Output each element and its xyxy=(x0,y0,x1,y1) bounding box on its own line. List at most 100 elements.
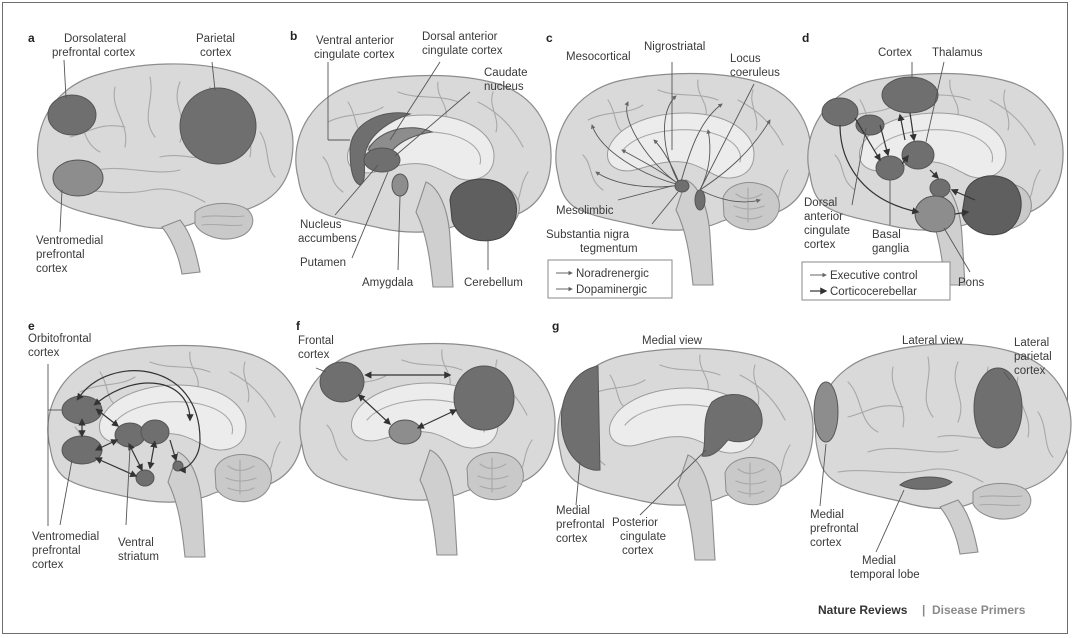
panel-a: a Dorsolateral prefrontal cortex Parieta… xyxy=(28,31,293,275)
pons-upper-region xyxy=(930,179,950,197)
journal-footer: Nature Reviews | Disease Primers xyxy=(818,603,1026,617)
vmpfc-region-e xyxy=(62,436,102,464)
pons-region xyxy=(915,196,955,232)
vmpfc-label-line2: prefrontal xyxy=(36,249,85,261)
mtl-label-line2: temporal lobe xyxy=(850,569,920,581)
mesocortical-label: Mesocortical xyxy=(566,51,631,63)
dlpfc-label-line2: prefrontal cortex xyxy=(52,47,135,59)
medial-brain-shape-b xyxy=(296,76,551,288)
panel-b: b Ventral anterior cingulate cortex Dors… xyxy=(290,29,551,289)
panel-letter-g: g xyxy=(552,319,559,333)
vmpfc-label-line3: cortex xyxy=(36,263,68,275)
ofc-label-line2: cortex xyxy=(28,347,60,359)
mpfc2-label-line3: cortex xyxy=(810,537,842,549)
dacc-d-label-line4: cortex xyxy=(804,239,836,251)
mpfc-lateral-region xyxy=(814,382,838,442)
mesolimbic-label: Mesolimbic xyxy=(556,205,614,217)
panel-f: f Frontal cortex xyxy=(296,319,555,555)
vmpfc-region xyxy=(53,160,103,196)
acc-region-d xyxy=(856,115,884,135)
panel-letter-f: f xyxy=(296,319,301,333)
lpc-label-line1: Lateral xyxy=(1014,337,1049,349)
vacc-label-line1: Ventral anterior xyxy=(316,35,394,47)
footer-series: Disease Primers xyxy=(932,603,1026,617)
panel-letter-e: e xyxy=(28,319,35,333)
panel-d: d Cortex Thalamus Dorsal anterior cingul… xyxy=(802,31,1063,300)
thalamus-region-e xyxy=(141,420,169,444)
panel-g: g Medial view Lateral view Medial prefro… xyxy=(552,319,1071,581)
basal-label-line2: ganglia xyxy=(872,243,910,255)
medial-view-title: Medial view xyxy=(642,335,703,347)
cerebellum-region xyxy=(450,179,516,241)
mpfc-g-label-line3: cortex xyxy=(556,533,588,545)
thalamus-region xyxy=(902,141,934,169)
pons-label: Pons xyxy=(958,277,984,289)
locus-region xyxy=(695,190,705,210)
snt-label-line1: Substantia nigra xyxy=(546,229,630,241)
vmpfc-e-label-line1: Ventromedial xyxy=(32,531,99,543)
caudate-label-line2: nucleus xyxy=(484,81,524,93)
mpfc-g-label-line1: Medial xyxy=(556,505,590,517)
dacc-label-line1: Dorsal anterior xyxy=(422,31,498,43)
parietal-label-line1: Parietal xyxy=(196,33,235,45)
pfc-region xyxy=(822,98,858,126)
legend-c-noradrenergic-label: Noradrenergic xyxy=(576,268,649,280)
striatum-region-e xyxy=(115,423,145,447)
ofc-label-line1: Orbitofrontal xyxy=(28,333,91,345)
lateral-view-title: Lateral view xyxy=(902,335,964,347)
panel-c: c Mesocortical Nigrostriatal Locus coeru… xyxy=(546,31,811,298)
pcc-label-line3: cortex xyxy=(622,545,654,557)
basal-label-line1: Basal xyxy=(872,229,901,241)
thalamus-label: Thalamus xyxy=(932,47,983,59)
footer-separator: | xyxy=(922,603,925,617)
nigrostriatal-label: Nigrostriatal xyxy=(644,41,705,53)
cerebellum-region-d xyxy=(962,176,1021,235)
frontal-region xyxy=(320,362,364,402)
parietal-region xyxy=(180,88,256,164)
panel-letter-b: b xyxy=(290,29,297,43)
panel-letter-c: c xyxy=(546,31,553,45)
dacc-d-label-line1: Dorsal xyxy=(804,197,837,209)
parietal-region-f xyxy=(454,366,514,430)
legend-c-dopaminergic-label: Dopaminergic xyxy=(576,284,647,296)
snt-label-line2: tegmentum xyxy=(580,243,638,255)
vmpfc-e-label-line3: cortex xyxy=(32,559,64,571)
vacc-label-line2: cingulate cortex xyxy=(314,49,395,61)
parietal-label-line2: cortex xyxy=(200,47,232,59)
caudate-label-line1: Caudate xyxy=(484,67,527,79)
lpc-label-line2: parietal xyxy=(1014,351,1052,363)
mpfc2-label-line2: prefrontal xyxy=(810,523,859,535)
mpfc-g-label-line2: prefrontal xyxy=(556,519,605,531)
frontal-label-line1: Frontal xyxy=(298,335,334,347)
lpc-region xyxy=(974,368,1022,448)
vmpfc-e-label-line2: prefrontal xyxy=(32,545,81,557)
dlpfc-label-line1: Dorsolateral xyxy=(64,33,126,45)
dlpfc-region xyxy=(48,95,96,135)
amygdala-region-e xyxy=(136,470,154,486)
panel-letter-a: a xyxy=(28,31,35,45)
mtl-label-line1: Medial xyxy=(862,555,896,567)
locus-label-line1: Locus xyxy=(730,53,761,65)
locus-label-line2: coeruleus xyxy=(730,67,780,79)
panel-letter-d: d xyxy=(802,31,809,45)
nacc-label-line2: accumbens xyxy=(298,233,357,245)
cortex-region xyxy=(882,77,938,113)
dacc-d-label-line3: cingulate xyxy=(804,225,850,237)
dacc-d-label-line2: anterior xyxy=(804,211,843,223)
dacc-label-line2: cingulate cortex xyxy=(422,45,503,57)
panel-e: e Orbitofrontal cortex Ventromedial pref… xyxy=(28,319,303,571)
legend-d-executive-label: Executive control xyxy=(830,270,918,282)
mpfc2-label-line1: Medial xyxy=(810,509,844,521)
putamen-label: Putamen xyxy=(300,257,346,269)
frontal-label-line2: cortex xyxy=(298,349,330,361)
vmpfc-label-line1: Ventromedial xyxy=(36,235,103,247)
footer-journal: Nature Reviews xyxy=(818,603,908,617)
thalamus-region-f xyxy=(389,420,421,444)
vstriatum-label-line2: striatum xyxy=(118,551,159,563)
pcc-label-line1: Posterior xyxy=(612,517,658,529)
amygdala-label: Amygdala xyxy=(362,277,414,289)
legend-d-corticocerebellar-label: Corticocerebellar xyxy=(830,286,917,298)
cerebellum-label: Cerebellum xyxy=(464,277,523,289)
cortex-label: Cortex xyxy=(878,47,912,59)
